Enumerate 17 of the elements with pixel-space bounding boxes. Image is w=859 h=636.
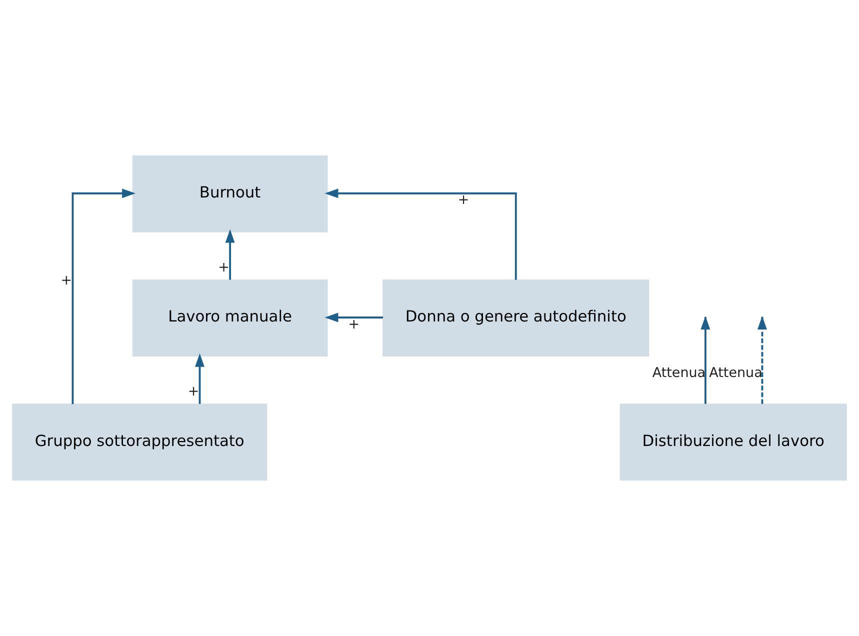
edge-label: Attenua <box>652 364 706 381</box>
node-box: Lavoro manuale <box>132 280 328 356</box>
arrow <box>324 188 517 280</box>
edge-label: + <box>458 192 470 208</box>
edge-label: + <box>188 384 200 400</box>
arrow <box>225 229 235 280</box>
arrow <box>195 353 204 404</box>
edge-label: + <box>60 272 72 288</box>
node-box: Donna o genere autodefinito <box>382 280 650 356</box>
node-box: Distribuzione del lavoro <box>620 404 847 481</box>
node-box: Gruppo sottorappresentato <box>12 404 268 481</box>
edge-label: Attenua <box>709 364 762 381</box>
node-box: Burnout <box>132 155 328 232</box>
arrow <box>72 188 136 404</box>
arrow <box>324 312 383 322</box>
edge-label: + <box>218 260 230 276</box>
edge-label: + <box>348 316 360 332</box>
